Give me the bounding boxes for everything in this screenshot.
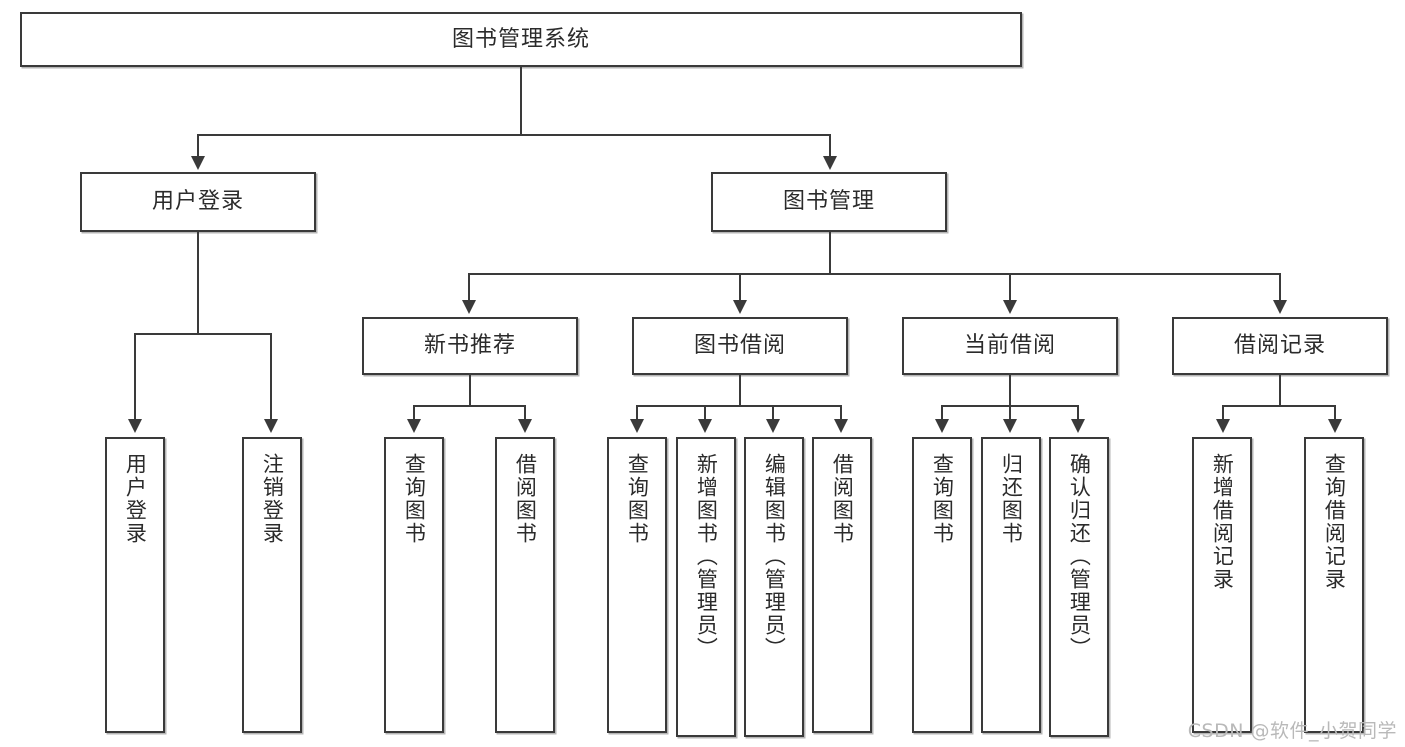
node-label: 借阅图书 (513, 453, 538, 545)
node-label: 注销登录 (260, 453, 285, 545)
edge-user-login-stem (197, 232, 199, 334)
leaf-bb-query-book[interactable]: 查询图书 (607, 437, 667, 733)
edge-bb-drop-4 (840, 405, 842, 421)
node-label: 新书推荐 (423, 333, 516, 358)
leaf-bb-borrow-book[interactable]: 借阅图书 (812, 437, 872, 733)
edge-book-management-bus (468, 273, 1280, 275)
leaf-cb-return-book[interactable]: 归还图书 (981, 437, 1041, 733)
leaf-user-login[interactable]: 用户登录 (105, 437, 165, 733)
edge-br-bus (1222, 405, 1336, 407)
edge-cb-drop-3 (1077, 405, 1079, 421)
edge-root-bus (197, 134, 831, 136)
node-label: 用户登录 (151, 189, 244, 214)
arrow-icon-bb-leaf-3 (766, 419, 780, 433)
arrow-icon-leaf-logout (264, 419, 278, 433)
node-label: 图书管理系统 (451, 26, 590, 52)
edge-nbr-stem (469, 375, 471, 406)
edge-user-login-drop-1 (134, 333, 136, 421)
node-label: 新增图书（管理员） (694, 453, 719, 660)
arrow-icon-to-borrow-record (1273, 300, 1287, 314)
edge-cb-drop-2 (1009, 405, 1011, 421)
node-label: 编辑图书（管理员） (762, 453, 787, 660)
edge-nbr-drop-1 (413, 405, 415, 421)
leaf-nbr-borrow-book[interactable]: 借阅图书 (495, 437, 555, 733)
node-label: 归还图书 (999, 453, 1024, 545)
node-label: 查询图书 (402, 453, 427, 545)
leaf-bb-add-book-admin[interactable]: 新增图书（管理员） (676, 437, 736, 737)
edge-bm-drop-3 (1009, 273, 1011, 302)
arrow-icon-cb-leaf-3 (1071, 419, 1085, 433)
edge-root-drop-1 (197, 134, 199, 158)
node-label: 用户登录 (123, 453, 148, 545)
leaf-nbr-query-book[interactable]: 查询图书 (384, 437, 444, 733)
node-borrow-record[interactable]: 借阅记录 (1172, 317, 1388, 375)
arrow-icon-br-leaf-1 (1216, 419, 1230, 433)
node-label: 借阅图书 (830, 453, 855, 545)
edge-bb-drop-3 (772, 405, 774, 421)
edge-br-stem (1279, 375, 1281, 406)
edge-br-drop-2 (1334, 405, 1336, 421)
arrow-icon-br-leaf-2 (1328, 419, 1342, 433)
edge-bm-drop-2 (739, 273, 741, 302)
arrow-icon-cb-leaf-2 (1003, 419, 1017, 433)
edge-cb-stem (1009, 375, 1011, 406)
node-current-borrow[interactable]: 当前借阅 (902, 317, 1118, 375)
edge-user-login-drop-2 (270, 333, 272, 421)
node-label: 查询借阅记录 (1322, 453, 1347, 591)
edge-bb-bus (636, 405, 842, 407)
edge-bb-drop-2 (704, 405, 706, 421)
arrow-icon-nbr-leaf-1 (407, 419, 421, 433)
node-label: 查询图书 (625, 453, 650, 545)
leaf-cb-confirm-return-admin[interactable]: 确认归还（管理员） (1049, 437, 1109, 737)
edge-nbr-bus (413, 405, 526, 407)
edge-user-login-bus (134, 333, 271, 335)
edge-bm-drop-4 (1279, 273, 1281, 302)
edge-bm-drop-1 (468, 273, 470, 302)
arrow-icon-leaf-user-login (128, 419, 142, 433)
node-label: 当前借阅 (963, 333, 1056, 358)
arrow-icon-to-book-management (823, 156, 837, 170)
arrow-icon-bb-leaf-1 (630, 419, 644, 433)
node-new-book-recommend[interactable]: 新书推荐 (362, 317, 578, 375)
arrow-icon-bb-leaf-4 (834, 419, 848, 433)
node-label: 借阅记录 (1233, 333, 1326, 358)
edge-nbr-drop-2 (524, 405, 526, 421)
arrow-icon-to-current-borrow (1003, 300, 1017, 314)
arrow-icon-bb-leaf-2 (698, 419, 712, 433)
arrow-icon-cb-leaf-1 (935, 419, 949, 433)
node-label: 图书借阅 (693, 333, 786, 358)
edge-bb-drop-1 (636, 405, 638, 421)
edge-br-drop-1 (1222, 405, 1224, 421)
node-root-book-management-system[interactable]: 图书管理系统 (20, 12, 1022, 67)
edge-book-management-stem (829, 232, 831, 274)
node-book-management[interactable]: 图书管理 (711, 172, 947, 232)
node-label: 确认归还（管理员） (1067, 453, 1092, 660)
node-label: 图书管理 (782, 189, 875, 214)
edge-root-stem (520, 67, 522, 134)
node-label: 查询图书 (930, 453, 955, 545)
leaf-br-query-record[interactable]: 查询借阅记录 (1304, 437, 1364, 733)
node-label: 新增借阅记录 (1210, 453, 1235, 591)
arrow-icon-nbr-leaf-2 (518, 419, 532, 433)
edge-cb-drop-1 (941, 405, 943, 421)
edge-bb-stem (739, 375, 741, 406)
leaf-logout[interactable]: 注销登录 (242, 437, 302, 733)
arrow-icon-to-new-book-recommend (462, 300, 476, 314)
leaf-br-add-record[interactable]: 新增借阅记录 (1192, 437, 1252, 733)
leaf-bb-edit-book-admin[interactable]: 编辑图书（管理员） (744, 437, 804, 737)
node-book-borrow[interactable]: 图书借阅 (632, 317, 848, 375)
node-user-login[interactable]: 用户登录 (80, 172, 316, 232)
arrow-icon-to-book-borrow (733, 300, 747, 314)
edge-root-drop-2 (829, 134, 831, 158)
leaf-cb-query-book[interactable]: 查询图书 (912, 437, 972, 733)
arrow-icon-to-user-login (191, 156, 205, 170)
